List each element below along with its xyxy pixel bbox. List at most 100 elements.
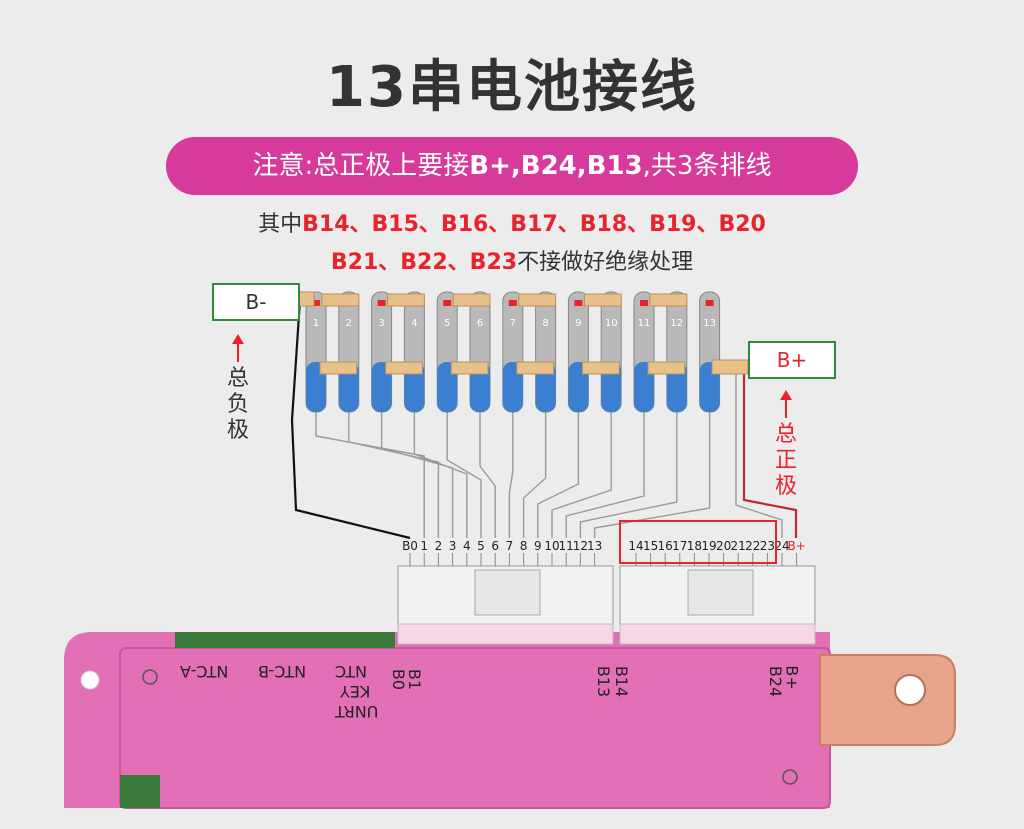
pcb-top — [119, 647, 831, 809]
pin-label-left: 10 — [544, 539, 559, 553]
pin-label-right: 23 — [760, 539, 775, 553]
wires — [290, 299, 798, 540]
pin-label-right: 22 — [745, 539, 760, 553]
pin-label-left: 3 — [449, 539, 457, 553]
pin-label-left: 1 — [420, 539, 428, 553]
pin-label-right: 18 — [687, 539, 702, 553]
line1-red: B14、B15、B16、B17、B18、B19、B20 — [302, 212, 766, 237]
instruction-line-1: 其中B14、B15、B16、B17、B18、B19、B20 — [0, 206, 1024, 238]
line2-suffix: 不接做好绝缘处理 — [517, 250, 694, 275]
cell-terminal — [312, 300, 320, 306]
pin-label-right: 21 — [731, 539, 746, 553]
pin-label-left: B0 — [402, 539, 418, 553]
pin-label-right: 17 — [672, 539, 687, 553]
sense-wire — [593, 412, 711, 538]
nickel-strip-bottom — [385, 361, 423, 375]
nickel-strip-top — [518, 293, 557, 307]
battery-cell: 2 — [338, 291, 360, 413]
sense-wire — [479, 412, 496, 538]
arrow-positive-head — [780, 390, 792, 400]
sense-wire — [565, 412, 645, 538]
b-plus-label: B+ — [748, 341, 836, 379]
cell-terminal — [508, 300, 517, 306]
pcb-green-corner — [120, 775, 160, 808]
pin-label-left: 6 — [491, 539, 499, 553]
total-positive-label: 总正极 — [774, 422, 797, 499]
page-title: 13串电池接线 — [326, 55, 698, 120]
b-plus-red-wire — [742, 372, 798, 538]
pin-label-left: 2 — [435, 539, 443, 553]
b-plus-tab — [711, 359, 749, 375]
mount-hole-left — [80, 670, 100, 690]
cell-terminal — [574, 300, 583, 306]
pin-label-right: 14 — [628, 539, 643, 553]
note-suffix: ,共3条排线 — [642, 151, 772, 181]
battery-cell: 4 — [403, 291, 425, 413]
sense-wire — [508, 412, 514, 538]
cell-number: 7 — [510, 318, 516, 329]
sense-wire — [446, 412, 482, 538]
nickel-strip-bottom — [516, 361, 555, 375]
copper-busbar — [819, 654, 956, 746]
screw-right — [782, 769, 798, 785]
nickel-strip-bottom — [581, 361, 620, 375]
battery-cell: 12 — [666, 291, 688, 413]
line1-prefix: 其中 — [258, 212, 303, 237]
battery-cell: 5 — [436, 291, 458, 413]
cell-number: 2 — [346, 318, 352, 329]
cell-terminal — [705, 300, 714, 306]
nickel-strip-top — [321, 293, 360, 307]
cell-terminal — [640, 300, 648, 306]
pin-label-right: 19 — [701, 539, 716, 553]
battery-cell: 6 — [469, 291, 491, 413]
pin-label-right: 15 — [643, 539, 658, 553]
sense-wire — [551, 412, 612, 538]
pin-label-left: 11 — [559, 539, 574, 553]
battery-cell: 10 — [600, 291, 622, 413]
unused-pins-highlight — [619, 520, 777, 564]
sense-wire — [579, 412, 678, 538]
battery-cell: 1 — [305, 291, 327, 413]
cell-terminal — [377, 300, 386, 306]
pin-label-left: 12 — [573, 539, 588, 553]
pin-label-right: 20 — [716, 539, 731, 553]
pcb-green-strip — [175, 632, 395, 648]
battery-cell: 8 — [535, 291, 557, 413]
cell-number: 1 — [313, 318, 319, 329]
cell-number: 5 — [444, 318, 450, 329]
pin-label-left: 13 — [587, 539, 602, 553]
cell-number: 8 — [542, 318, 548, 329]
connector-left-base — [397, 623, 614, 645]
cell-number: 11 — [638, 318, 651, 329]
pin-label-left: 7 — [506, 539, 514, 553]
arrow-negative-head — [232, 334, 244, 344]
pin-label-left: 8 — [520, 539, 528, 553]
cell-number: 12 — [670, 318, 683, 329]
sense-wire — [413, 412, 468, 538]
nickel-strip-bottom — [647, 361, 686, 375]
cell-number: 13 — [703, 318, 716, 329]
sense-wire — [522, 412, 547, 538]
sense-wire — [537, 412, 580, 538]
cell-number: 10 — [605, 318, 618, 329]
sense-wire — [315, 412, 425, 538]
cell-terminal — [443, 300, 452, 306]
note-banner: 注意:总正极上要接B+,B24,B13,共3条排线 — [166, 137, 858, 195]
pin-label-left: 5 — [477, 539, 485, 553]
battery-cell: 11 — [633, 291, 655, 413]
nickel-strip-bottom — [450, 361, 489, 375]
connector-right-base — [619, 623, 816, 645]
b0-black-wire — [290, 299, 411, 540]
cell-number: 3 — [378, 318, 384, 329]
cell-number: 4 — [411, 318, 417, 329]
connector-right-latch — [687, 569, 754, 616]
note-prefix: 注意:总正极上要接 — [252, 151, 470, 181]
instruction-line-2: B21、B22、B23不接做好绝缘处理 — [0, 244, 1024, 276]
pin-label-left: 9 — [534, 539, 542, 553]
b24-wire — [735, 372, 783, 538]
pin-label-left: 4 — [463, 539, 471, 553]
line2-red: B21、B22、B23 — [330, 250, 518, 275]
busbar-hole — [894, 674, 926, 706]
